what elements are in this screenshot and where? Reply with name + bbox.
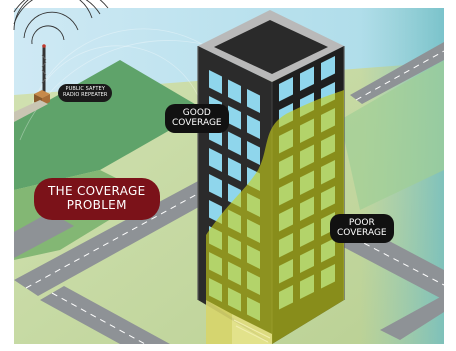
window (228, 79, 241, 104)
window (228, 157, 241, 182)
repeater-label: PUBLIC SAFTEY RADIO REPEATER (58, 84, 113, 102)
window (209, 70, 222, 94)
sidewalk (14, 100, 48, 122)
window (321, 56, 335, 81)
lawn-block (340, 60, 444, 210)
radio-waves (13, 0, 109, 45)
window (209, 148, 222, 172)
coverage-problem-badge: THE COVERAGE PROBLEM (34, 178, 160, 220)
window (247, 115, 260, 139)
window (247, 141, 260, 165)
poor-coverage-label: POOR COVERAGE (330, 214, 394, 243)
window (300, 66, 314, 91)
window (228, 105, 241, 130)
good-coverage-label: GOOD COVERAGE (165, 104, 229, 133)
building-entrance (206, 300, 272, 344)
window (279, 77, 293, 102)
window (209, 174, 222, 198)
window (228, 131, 241, 156)
poor-coverage-overlay (206, 90, 344, 344)
lawn-block (14, 60, 205, 190)
roads (14, 42, 445, 345)
window (247, 89, 260, 113)
